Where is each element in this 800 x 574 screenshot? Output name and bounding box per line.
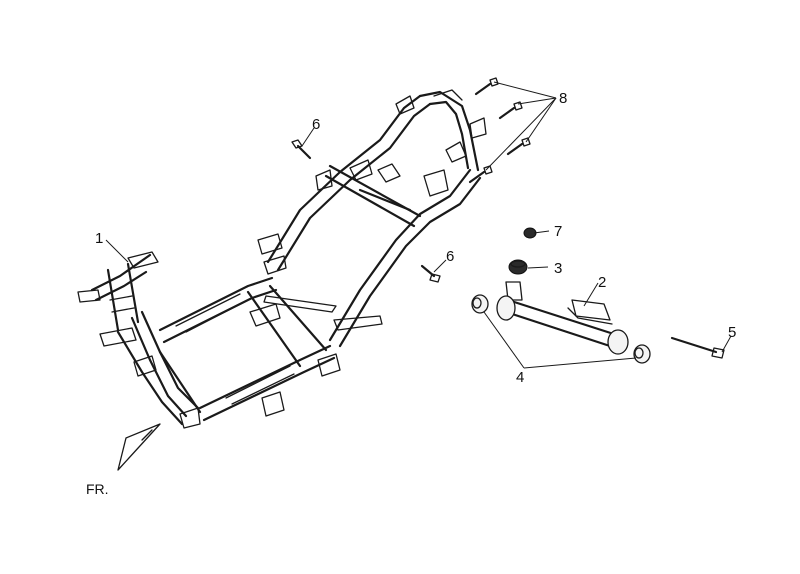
main-frame [77,89,487,429]
bolt-8a [474,77,499,96]
bushing-4b [633,344,651,364]
callout-6-upper: 6 [312,116,320,133]
callout-8: 8 [559,90,567,107]
pivot-bolt-5 [670,336,725,359]
bolt-6-upper [291,139,312,160]
bolt-6-lower [420,264,441,283]
callout-2: 2 [598,274,606,291]
bolt-8b [498,101,523,120]
bushing-3 [508,259,528,275]
callout-6-lower: 6 [446,248,454,265]
callout-4: 4 [516,369,524,386]
steering-head [77,251,159,347]
rubber-bushings-4 [471,294,651,364]
callout-7: 7 [554,223,562,240]
callout-5: 5 [728,324,736,341]
callout-labels: 1 2 3 4 5 6 6 7 8 [95,90,736,386]
bushing-4a [471,294,489,314]
engine-hanger-2 [496,281,629,355]
callout-3: 3 [554,260,562,277]
front-label: FR. [86,481,109,497]
front-direction-arrow: FR. [86,423,161,497]
callout-1: 1 [95,230,103,247]
bolt-8c [506,137,531,156]
leader-lines [105,81,732,369]
bolt-8d [468,165,493,184]
bolt-set-8 [468,77,531,184]
